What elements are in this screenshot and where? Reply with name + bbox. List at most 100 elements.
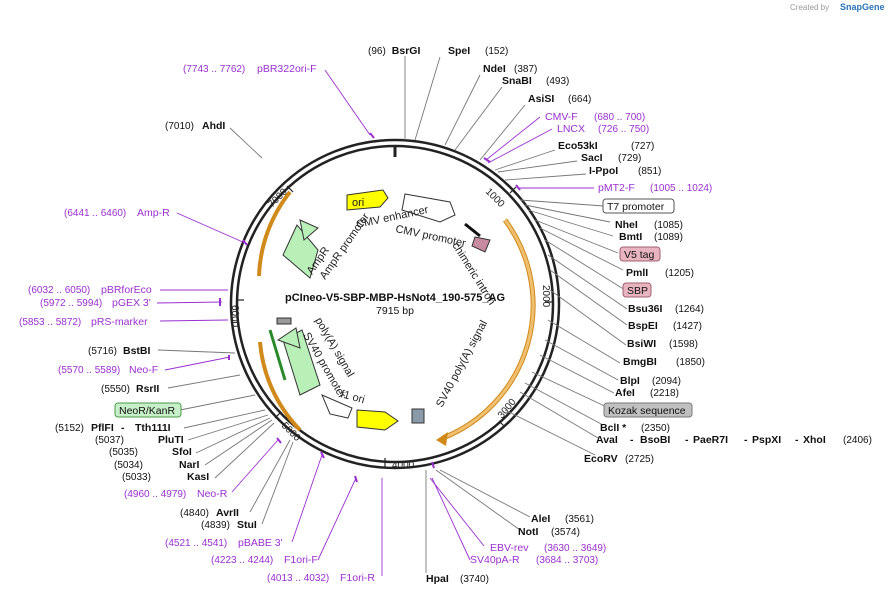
multi-pos: (2406) (843, 435, 872, 446)
bsiwi-label: BsiWI (627, 338, 656, 350)
orf-arc-main (442, 219, 535, 440)
nari-pos: (5034) (114, 460, 143, 471)
snapgene-brand: SnapGene (840, 2, 885, 12)
bspei-label: BspEI (628, 320, 658, 332)
kasi-label: KasI (187, 471, 209, 483)
bstbi-pos: (5716) (88, 346, 117, 357)
sv40pa-r-label: SV40pA-R (470, 554, 520, 566)
sep-3: - (744, 434, 748, 446)
paer7i-label: PaeR7I (693, 434, 728, 446)
rsrii-pos: (5550) (101, 384, 130, 395)
bmgbi-pos: (1850) (676, 357, 705, 368)
bsu36i-label: Bsu36I (628, 303, 663, 315)
sv40-polya-box (411, 408, 425, 424)
primer-leader-lines (156, 69, 594, 576)
ampr-feature (282, 224, 319, 279)
pbrforeco-label: pBRforEco (101, 284, 152, 296)
snabi-label: SnaBI (502, 75, 532, 87)
ahdi-label: AhdI (202, 120, 225, 132)
primer-markers (219, 132, 521, 483)
f1-ori-label: f1 ori (339, 388, 366, 406)
i-ppoi-pos: (851) (638, 166, 661, 177)
pbabe3-range: (4521 .. 4541) (165, 538, 227, 549)
primer-labels: (7743 .. 7762) pBR322ori-F CMV-F (680 ..… (19, 63, 712, 584)
saci-pos: (729) (618, 153, 641, 164)
tick-2000: 2000 (540, 285, 551, 308)
sbp-label: SBP (627, 285, 648, 297)
pmt2-f-label: pMT2-F (598, 182, 635, 194)
bcli-label: BclI * (600, 422, 627, 434)
asisi-label: AsiSI (528, 93, 554, 105)
bcli-pos: (2350) (641, 423, 670, 434)
noti-pos: (3574) (551, 527, 580, 538)
v5-label: V5 tag (624, 249, 655, 261)
bstbi-label: BstBI (123, 345, 151, 357)
sep-2: - (685, 434, 689, 446)
neo-r-range: (4960 .. 4979) (124, 489, 186, 500)
ndei-pos: (387) (514, 64, 537, 75)
enzyme-labels-left: (7010) AhdI (5716) BstBI (5550) RsrII (5… (55, 120, 257, 531)
f1ori-r-label: F1ori-R (340, 572, 375, 584)
neo-f-label: Neo-F (129, 364, 158, 376)
ori-feature (346, 189, 389, 211)
f1ori-f-range: (4223 .. 4244) (211, 555, 273, 566)
stui-pos: (4839) (201, 520, 230, 531)
bspei-pos: (1427) (673, 321, 702, 332)
sfoi-pos: (5035) (109, 447, 138, 458)
neor-green-line (268, 329, 287, 381)
cmv-f-range: (680 .. 700) (594, 112, 645, 123)
kozak-label: Kozak sequence (608, 405, 686, 417)
kasi-pos: (5033) (122, 472, 151, 483)
pflfi-label: PflFI (91, 422, 114, 434)
sep-4: - (795, 434, 799, 446)
credit-text: Created by (790, 3, 829, 12)
pluti-pos: (5037) (95, 435, 124, 446)
small-gray-feature (276, 317, 292, 325)
pbr322ori-f-label: pBR322ori-F (257, 63, 317, 75)
bsu36i-pos: (1264) (675, 304, 704, 315)
multi-enzyme-row: AvaI - BsoBI - PaeR7I - PspXI - XhoI (24… (596, 434, 872, 446)
enzyme-leader-lines (157, 56, 628, 573)
cmv-f-label: CMV-F (545, 111, 578, 123)
pbr322ori-f-range: (7743 .. 7762) (183, 64, 245, 75)
tick-4000: 4000 (392, 460, 415, 471)
sv40-polya-label: SV40 poly(A) signal (434, 318, 490, 409)
ecorv-label: EcoRV (584, 453, 618, 465)
sv40pa-r-range: (3684 .. 3703) (536, 555, 598, 566)
ampr-promoter-label: AmpR promoter (318, 211, 373, 282)
plasmid-name: pCIneo-V5-SBP-MBP-HsNot4_190-575_AG (285, 292, 505, 304)
amp-r-label: Amp-R (137, 207, 170, 219)
spei-pos: (152) (485, 46, 508, 57)
eco53ki-pos: (727) (631, 141, 654, 152)
ampr-arrowhead (299, 219, 319, 241)
neor-box (114, 402, 182, 418)
alei-pos: (3561) (565, 514, 594, 525)
enzyme-labels-bottom: EcoRV (2725) AleI (3561) NotI (3574) Hpa… (426, 453, 654, 585)
neo-r-label: Neo-R (197, 488, 228, 500)
pmt2-f-range: (1005 .. 1024) (650, 183, 712, 194)
hpai-label: HpaI (426, 573, 449, 585)
sfoi-label: SfoI (172, 446, 192, 458)
neor-label: NeoR/KanR (119, 405, 175, 417)
alei-label: AleI (531, 513, 550, 525)
asisi-pos: (664) (568, 94, 591, 105)
orf-arc-left-bottom (258, 341, 302, 432)
blpi-label: BlpI (620, 375, 640, 387)
avrii-label: AvrII (216, 507, 239, 519)
backbone-outer-ring (229, 138, 561, 470)
ebv-rev-label: EBV-rev (490, 542, 529, 554)
ebv-rev-range: (3630 .. 3649) (544, 543, 606, 554)
polya-feature (321, 394, 353, 419)
plasmid-size: 7915 bp (376, 305, 414, 317)
nhei-label: NheI (615, 219, 638, 231)
noti-label: NotI (518, 526, 538, 538)
lncx-label: LNCX (557, 123, 585, 135)
pspxi-label: PspXI (752, 434, 781, 446)
lncx-range: (726 .. 750) (598, 124, 649, 135)
pgex3-label: pGEX 3' (112, 297, 151, 309)
pluti-label: PluTI (158, 434, 184, 446)
chimeric-intron-mark (464, 222, 481, 238)
pmli-pos: (1205) (665, 268, 694, 279)
chimeric-feature (471, 236, 491, 253)
